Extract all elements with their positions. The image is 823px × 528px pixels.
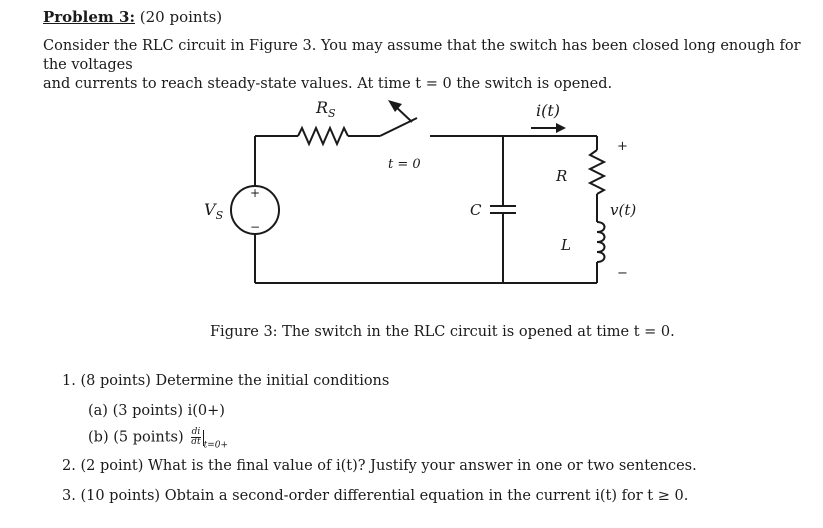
problem-label: Problem 3:: [43, 8, 135, 26]
label-capacitor: C: [470, 201, 482, 219]
derivative-evaluation: t=0+: [203, 440, 229, 451]
question-3-number: 3.: [62, 488, 76, 504]
problem-header: Problem 3: (20 points): [43, 8, 222, 26]
voltage-plus: +: [617, 139, 628, 154]
inductor: [596, 221, 606, 263]
label-switch-time: t = 0: [388, 157, 421, 172]
question-1-text: (8 points) Determine the initial conditi…: [80, 373, 390, 389]
question-2: 2. (2 point) What is the final value of …: [62, 458, 697, 474]
rlc-circuit-diagram: RS i(t) t = 0 VS + − C R L v(t) + −: [204, 98, 636, 284]
voltage-minus: −: [617, 266, 628, 281]
derivative-denominator: dt: [191, 437, 201, 447]
question-1b-number: (b): [88, 429, 109, 446]
source-resistor: [297, 125, 349, 147]
question-1a: (a) (3 points) i(0+): [88, 403, 225, 419]
label-inductor: L: [560, 236, 571, 254]
evaluation-bar: [202, 429, 204, 446]
intro-line-1: Consider the RLC circuit in Figure 3. Yo…: [43, 38, 801, 73]
source-plus: +: [250, 186, 260, 200]
figure-caption: Figure 3: The switch in the RLC circuit …: [210, 324, 675, 340]
label-voltage: v(t): [610, 201, 636, 219]
load-resistor: [587, 149, 607, 195]
problem-statement: Consider the RLC circuit in Figure 3. Yo…: [43, 37, 823, 94]
question-1: 1. (8 points) Determine the initial cond…: [62, 373, 389, 389]
question-1-number: 1.: [62, 373, 76, 389]
question-1b-text: (5 points): [113, 429, 184, 446]
source-minus: −: [250, 220, 260, 234]
question-2-text: (2 point) What is the final value of i(t…: [80, 458, 697, 474]
derivative-fraction: di dt: [191, 427, 201, 447]
label-current: i(t): [536, 101, 560, 120]
question-1a-number: (a): [88, 403, 108, 419]
label-rs: RS: [315, 98, 336, 120]
switch-arrow-shaft: [394, 105, 413, 123]
question-1a-text: (3 points) i(0+): [112, 403, 225, 419]
intro-line-2: and currents to reach steady-state value…: [43, 76, 613, 92]
current-arrow-icon: [556, 123, 566, 133]
label-vs: VS: [204, 200, 224, 222]
label-resistor: R: [555, 167, 567, 185]
question-2-number: 2.: [62, 458, 76, 474]
derivative-numerator: di: [191, 427, 201, 438]
question-3: 3. (10 points) Obtain a second-order dif…: [62, 488, 688, 504]
voltage-source: [230, 185, 280, 235]
question-1b: (b) (5 points) di dt t=0+: [88, 428, 228, 451]
question-3-text: (10 points) Obtain a second-order differ…: [80, 488, 689, 504]
problem-points: (20 points): [139, 8, 223, 26]
